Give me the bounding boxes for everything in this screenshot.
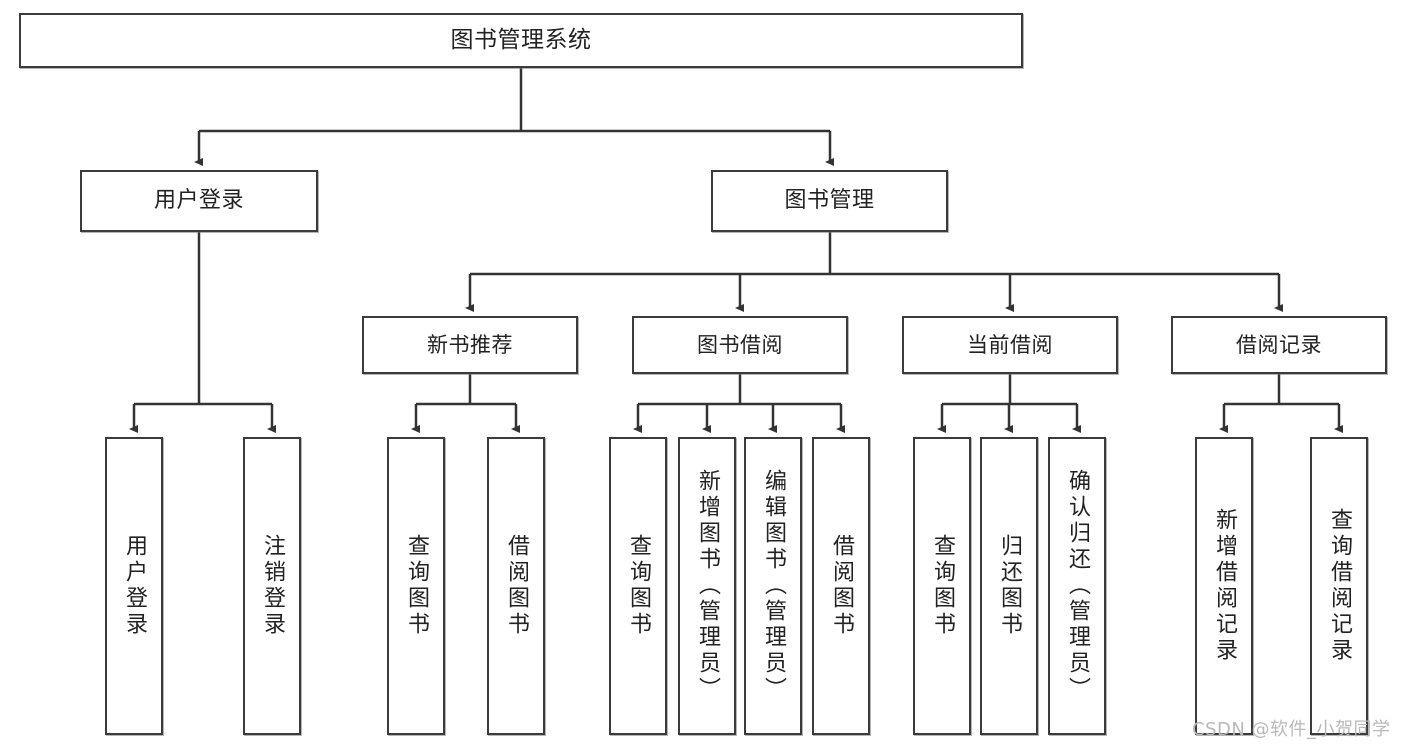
node-leaf-user-login-label: 用户登录 [122, 534, 147, 638]
csdn-watermark: CSDN @软件_小贺同学 [1192, 719, 1391, 740]
node-current-borrow[interactable]: 当前借阅 [902, 316, 1118, 374]
node-leaf-query-borrow-record-label: 查询借阅记录 [1327, 508, 1352, 664]
node-leaf-add-book-admin[interactable]: 新增图书（管理员） [678, 437, 736, 735]
node-borrow-record[interactable]: 借阅记录 [1171, 316, 1387, 374]
node-leaf-add-borrow-record[interactable]: 新增借阅记录 [1195, 437, 1253, 735]
node-book-borrow[interactable]: 图书借阅 [632, 316, 848, 374]
node-leaf-query-book-3-label: 查询图书 [930, 534, 955, 638]
node-leaf-borrow-book-1[interactable]: 借阅图书 [487, 437, 545, 735]
node-new-book-rec[interactable]: 新书推荐 [362, 316, 578, 374]
node-leaf-edit-book-admin[interactable]: 编辑图书（管理员） [744, 437, 802, 735]
node-leaf-return-book[interactable]: 归还图书 [980, 437, 1038, 735]
node-leaf-return-book-label: 归还图书 [997, 534, 1022, 638]
node-book-manage[interactable]: 图书管理 [711, 170, 948, 232]
node-leaf-query-book-3[interactable]: 查询图书 [913, 437, 971, 735]
node-root[interactable]: 图书管理系统 [19, 13, 1023, 68]
node-leaf-confirm-return-admin-label: 确认归还（管理员） [1065, 469, 1090, 703]
node-leaf-confirm-return-admin[interactable]: 确认归还（管理员） [1048, 437, 1106, 735]
node-leaf-query-book-1-label: 查询图书 [404, 534, 429, 638]
node-user-login-label: 用户登录 [153, 188, 244, 214]
node-leaf-add-book-admin-label: 新增图书（管理员） [695, 469, 720, 703]
node-book-borrow-label: 图书借阅 [697, 332, 783, 357]
node-leaf-query-book-2[interactable]: 查询图书 [609, 437, 667, 735]
node-new-book-rec-label: 新书推荐 [427, 332, 513, 357]
node-leaf-logout[interactable]: 注销登录 [243, 437, 301, 735]
node-leaf-query-book-2-label: 查询图书 [626, 534, 651, 638]
node-leaf-user-login[interactable]: 用户登录 [105, 437, 163, 735]
node-leaf-add-borrow-record-label: 新增借阅记录 [1212, 508, 1237, 664]
node-root-label: 图书管理系统 [450, 27, 592, 54]
node-leaf-borrow-book-2[interactable]: 借阅图书 [812, 437, 870, 735]
node-leaf-borrow-book-2-label: 借阅图书 [829, 534, 854, 638]
node-leaf-borrow-book-1-label: 借阅图书 [504, 534, 529, 638]
node-borrow-record-label: 借阅记录 [1236, 332, 1322, 357]
node-leaf-logout-label: 注销登录 [260, 534, 285, 638]
node-book-manage-label: 图书管理 [784, 188, 875, 214]
node-leaf-query-borrow-record[interactable]: 查询借阅记录 [1310, 437, 1368, 735]
node-leaf-query-book-1[interactable]: 查询图书 [387, 437, 445, 735]
node-current-borrow-label: 当前借阅 [967, 332, 1053, 357]
node-user-login[interactable]: 用户登录 [80, 170, 318, 232]
node-leaf-edit-book-admin-label: 编辑图书（管理员） [761, 469, 786, 703]
